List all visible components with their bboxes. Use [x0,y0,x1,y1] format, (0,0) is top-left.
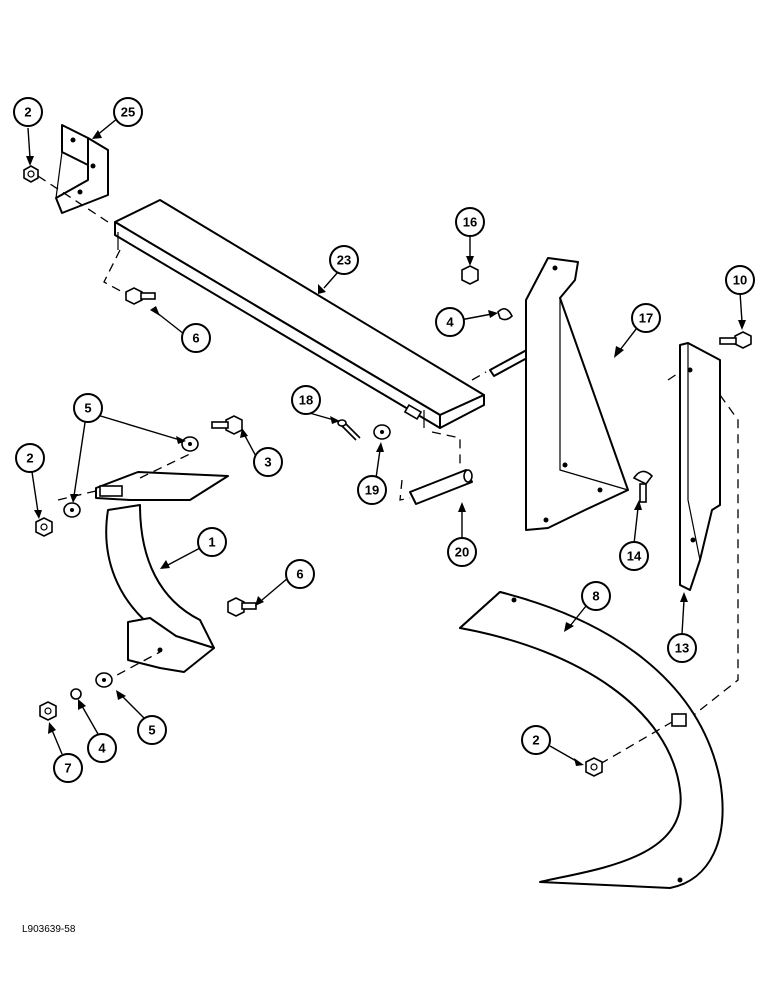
callout-20: 20 [447,537,477,567]
callout-6: 6 [285,559,315,589]
svg-text:18: 18 [299,393,313,408]
svg-text:4: 4 [446,315,454,330]
alignment-line [103,249,129,296]
hex-nut [585,757,603,777]
hex-nut [39,701,57,721]
pin [409,469,473,505]
callout-6: 6 [181,323,211,353]
callout-4: 4 [87,733,117,763]
bolt [125,287,156,305]
callout-5: 5 [73,393,103,423]
callout-7: 7 [53,753,83,783]
callout-4: 4 [435,307,465,337]
callout-25: 25 [113,97,143,127]
lock-washer [70,688,82,700]
alignment-line [689,394,739,719]
bolt [719,331,752,349]
hex-nut [35,517,53,537]
svg-text:25: 25 [121,105,135,120]
svg-text:6: 6 [192,331,199,346]
svg-text:5: 5 [84,401,91,416]
svg-text:10: 10 [733,273,747,288]
svg-text:3: 3 [264,455,271,470]
alignment-line [57,489,101,501]
alignment-line [103,651,161,683]
svg-text:5: 5 [148,723,155,738]
svg-text:2: 2 [26,451,33,466]
washer [373,424,391,440]
alignment-line [139,451,195,479]
reference-code: L903639-58 [22,924,76,935]
callout-5: 5 [137,715,167,745]
alignment-line [667,371,681,381]
part-1-shank [95,471,229,673]
callout-10: 10 [725,265,755,295]
cap-nut [461,265,479,285]
washer [181,436,199,452]
carriage-bolt [632,470,654,503]
bolt [211,415,243,435]
callout-14: 14 [619,541,649,571]
svg-text:8: 8 [592,589,599,604]
callout-16: 16 [455,207,485,237]
cotter-pin [337,419,361,441]
svg-text:23: 23 [337,253,351,268]
hex-nut [23,165,39,183]
svg-text:2: 2 [532,733,539,748]
washer [63,502,81,518]
svg-text:20: 20 [455,545,469,560]
callout-23: 23 [329,245,359,275]
callout-2: 2 [13,97,43,127]
callout-19: 19 [357,475,387,505]
clip [497,308,513,321]
part-23-channel [114,199,485,429]
washer [95,672,113,688]
part-13-bracket [679,342,721,591]
svg-text:2: 2 [24,105,31,120]
bolt [227,597,257,617]
callout-17: 17 [631,303,661,333]
svg-text:6: 6 [296,567,303,582]
svg-text:13: 13 [675,641,689,656]
alignment-line [399,431,461,501]
svg-text:19: 19 [365,483,379,498]
callout-2: 2 [521,725,551,755]
callout-3: 3 [253,447,283,477]
callout-18: 18 [291,385,321,415]
callout-2: 2 [15,443,45,473]
svg-text:16: 16 [463,215,477,230]
svg-text:17: 17 [639,311,653,326]
svg-text:7: 7 [64,761,71,776]
svg-text:1: 1 [208,535,215,550]
part-17-plate [525,257,629,531]
leaders [26,117,746,766]
part-25-angle-bracket [55,124,109,214]
alignment-line [471,371,487,381]
callout-13: 13 [667,633,697,663]
svg-text:4: 4 [98,741,106,756]
callout-8: 8 [581,581,611,611]
svg-text:14: 14 [627,549,642,564]
part-8-shank [459,591,724,889]
callout-1: 1 [197,527,227,557]
